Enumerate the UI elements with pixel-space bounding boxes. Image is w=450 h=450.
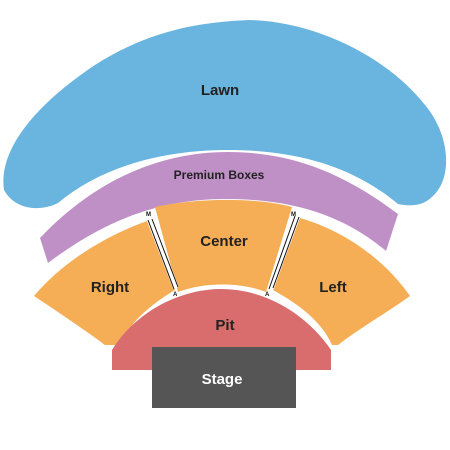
right-aisle: M A xyxy=(265,212,300,298)
left-aisle-top-marker: M xyxy=(146,212,151,218)
left-aisle: M A xyxy=(146,212,179,298)
stage xyxy=(152,347,296,408)
right-aisle-bottom-marker: A xyxy=(265,292,270,298)
right-section[interactable] xyxy=(34,221,175,345)
left-section[interactable] xyxy=(273,218,410,345)
premium-boxes-section[interactable] xyxy=(40,152,398,263)
left-aisle-bottom-marker: A xyxy=(173,292,178,298)
lawn-section[interactable] xyxy=(3,20,447,209)
center-section[interactable] xyxy=(155,199,292,292)
right-aisle-top-marker: M xyxy=(291,212,296,218)
